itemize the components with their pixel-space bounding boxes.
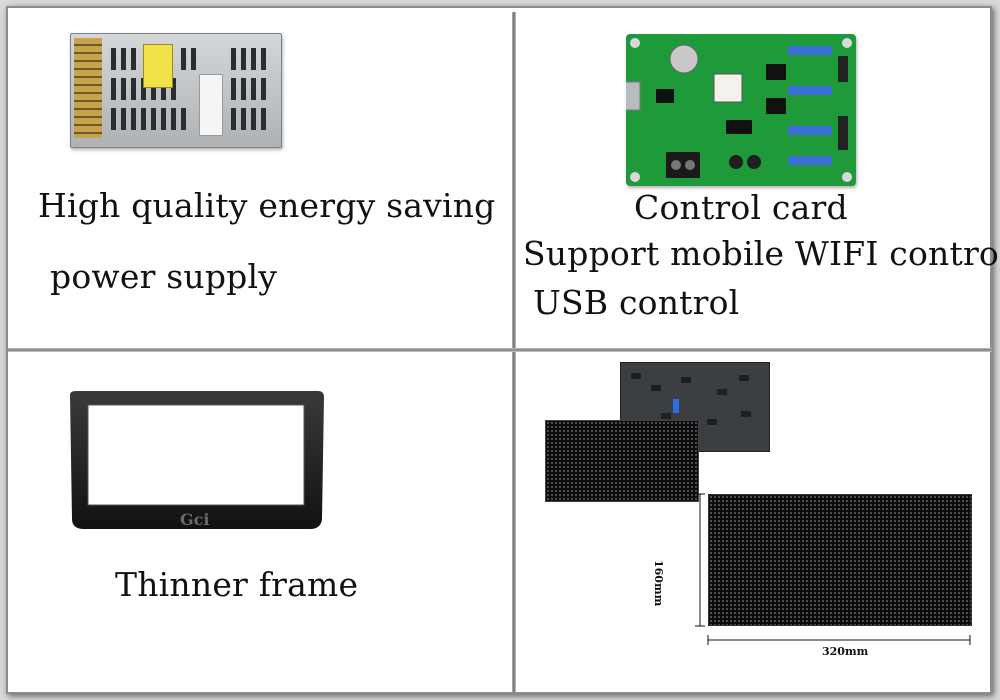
frame-caption: Thinner frame <box>115 565 359 604</box>
control-card-line2: USB control <box>533 283 740 322</box>
frame-image: Gci <box>70 391 324 529</box>
power-supply-caption-line1: High quality energy saving <box>38 186 496 225</box>
control-card-title: Control card <box>634 188 848 227</box>
power-supply-image <box>70 33 282 148</box>
caution-sticker <box>143 44 173 88</box>
rating-label <box>199 74 223 136</box>
led-module-front-small <box>545 420 699 502</box>
svg-text:Gci: Gci <box>180 510 209 529</box>
control-card-image <box>613 34 856 186</box>
vertical-divider <box>512 12 516 692</box>
width-label: 320mm <box>822 645 869 658</box>
height-label: 160mm <box>652 560 665 607</box>
horizontal-divider <box>8 348 992 352</box>
power-supply-caption-line2: power supply <box>50 257 278 296</box>
led-module-front-large <box>708 494 972 626</box>
dimension-markers <box>695 493 971 645</box>
control-card-line1: Support mobile WIFI control, <box>523 234 1000 273</box>
